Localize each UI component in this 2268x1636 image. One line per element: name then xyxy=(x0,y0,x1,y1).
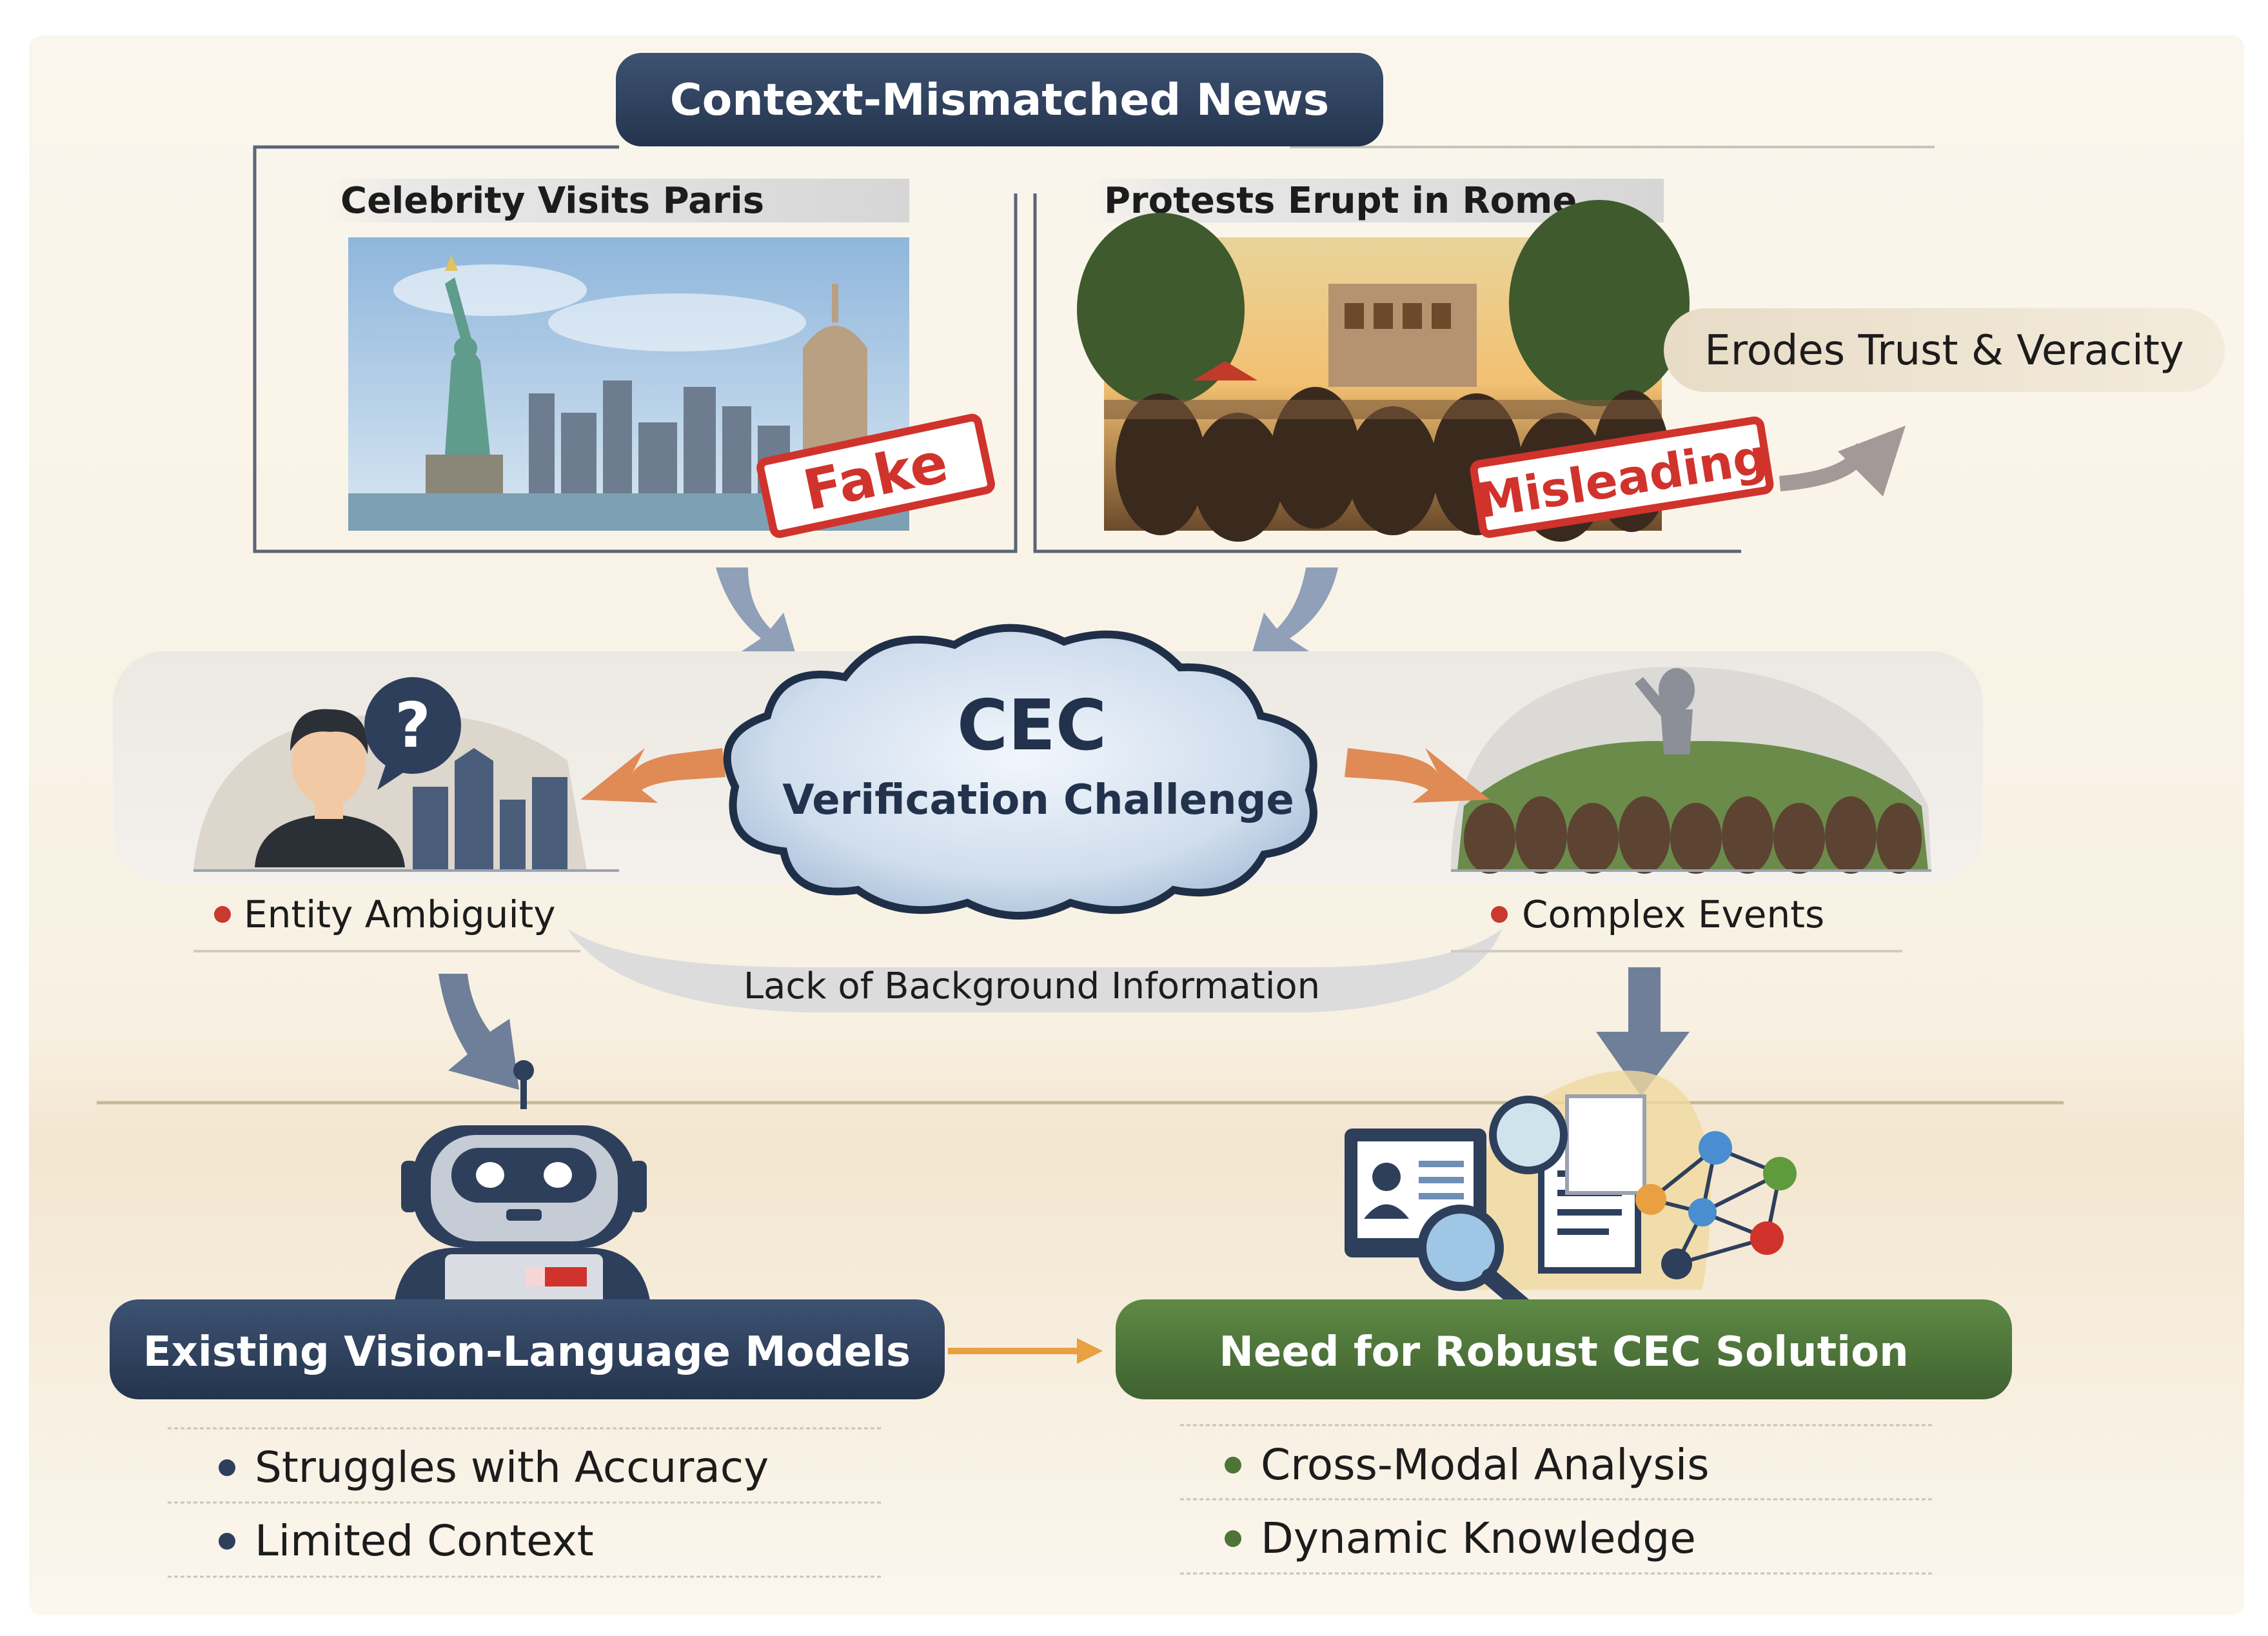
challenge-to-factors-arrows xyxy=(580,748,1490,803)
header-banner: Context-Mismatched News xyxy=(616,53,1383,146)
existing-models-title: Existing Vision-Language Models xyxy=(143,1328,911,1376)
factor-left: Entity Ambiguity xyxy=(193,892,580,952)
shared-factor-label: Lack of Background Information xyxy=(744,965,1320,1007)
existing-models-bullet-2: Limited Context xyxy=(255,1516,594,1566)
news-headline-right: Protests Erupt in Rome xyxy=(1104,180,1577,222)
news-to-challenge-arrows xyxy=(716,567,1338,667)
knowledge-graph-icon xyxy=(1345,1070,1797,1324)
factor-left-label: Entity Ambiguity xyxy=(244,892,556,936)
solution-bullet-2: Dynamic Knowledge xyxy=(1261,1513,1696,1563)
challenge-title: CEC xyxy=(957,685,1107,766)
news-card-left: Celebrity Visits Paris xyxy=(322,179,995,538)
background-info-band: Lack of Background Information xyxy=(567,929,1503,1012)
factors-to-bottom-arrows xyxy=(439,967,1690,1096)
svg-text:?: ? xyxy=(395,689,431,762)
existing-models-banner: Existing Vision-Language Models xyxy=(110,1299,945,1399)
header-title: Context-Mismatched News xyxy=(670,75,1329,126)
crowd-event-icon xyxy=(1451,667,1931,874)
solution-bullet-1: Cross-Modal Analysis xyxy=(1261,1440,1710,1490)
misleading-stamp: Misleading xyxy=(1470,416,1774,538)
solution-banner: Need for Robust CEC Solution xyxy=(1116,1299,2012,1399)
news-card-right: Protests Erupt in Rome xyxy=(1077,179,1774,542)
impact-callout: Erodes Trust & Veracity xyxy=(1664,308,2225,497)
factor-right: Complex Events xyxy=(1451,892,1902,952)
robot-icon xyxy=(393,1060,651,1309)
news-frame xyxy=(253,145,1935,553)
solution-title: Need for Robust CEC Solution xyxy=(1219,1328,1908,1376)
impact-label: Erodes Trust & Veracity xyxy=(1704,327,2184,375)
confused-person-icon: ? xyxy=(193,677,619,872)
existing-models-bullets: Struggles with Accuracy Limited Context xyxy=(168,1427,883,1578)
news-headline-left: Celebrity Visits Paris xyxy=(340,180,764,222)
challenge-cloud: CEC Verification Challenge xyxy=(723,624,1317,920)
existing-models-bullet-1: Struggles with Accuracy xyxy=(255,1443,769,1492)
factor-right-label: Complex Events xyxy=(1522,892,1824,936)
challenge-subtitle: Verification Challenge xyxy=(782,776,1294,824)
solution-bullets: Cross-Modal Analysis Dynamic Knowledge xyxy=(1180,1424,1935,1575)
